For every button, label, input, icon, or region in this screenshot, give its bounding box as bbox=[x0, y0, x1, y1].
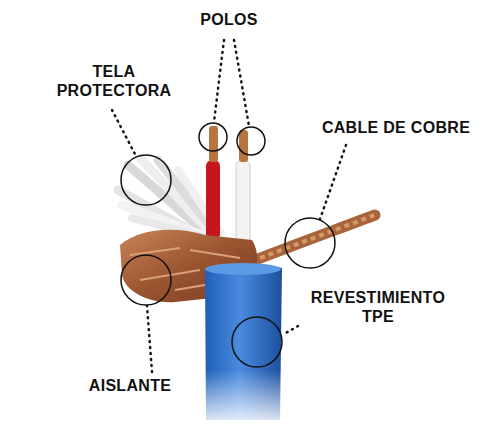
leader-line bbox=[147, 306, 152, 372]
part-label: TELA PROTECTORA bbox=[54, 62, 174, 100]
white-wire bbox=[236, 160, 250, 250]
leader-line bbox=[112, 110, 136, 156]
red-wire bbox=[206, 160, 220, 240]
wire-tip bbox=[209, 126, 218, 162]
callout-circle bbox=[237, 127, 265, 155]
wire-tip bbox=[239, 130, 248, 162]
part-label: CABLE DE COBRE bbox=[311, 118, 481, 137]
jacket-fade bbox=[200, 370, 290, 430]
jacket-rim bbox=[205, 263, 281, 275]
callout-circle bbox=[199, 123, 227, 151]
part-label: POLOS bbox=[174, 10, 284, 29]
leader-line bbox=[320, 145, 346, 219]
part-label: AISLANTE bbox=[75, 376, 185, 395]
callout-circles bbox=[121, 123, 335, 367]
leader-line bbox=[234, 40, 249, 126]
callout-circle bbox=[232, 317, 282, 367]
callout-circle bbox=[121, 255, 171, 305]
callout-circle bbox=[121, 155, 171, 205]
callout-circle bbox=[285, 218, 335, 268]
part-label: REVESTIMIENTO TPE bbox=[303, 288, 453, 326]
leader-line bbox=[284, 326, 298, 334]
leader-line bbox=[214, 40, 224, 122]
